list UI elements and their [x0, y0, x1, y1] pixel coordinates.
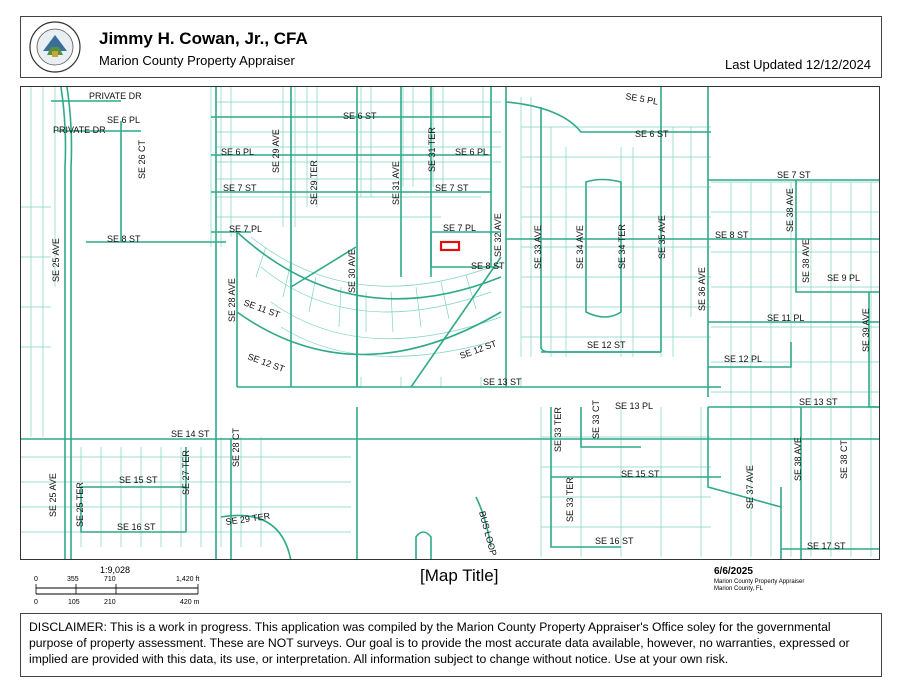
street-label: SE 8 ST: [715, 230, 749, 240]
scale-ft-tick: 0: [34, 576, 38, 583]
scale-m-tick: 0: [34, 599, 38, 606]
street-label: SE 25 AVE: [51, 238, 61, 282]
street-label: SE 12 ST: [246, 351, 286, 374]
credit-line: Marion County Property Appraiser: [714, 579, 805, 585]
street-label: SE 8 ST: [471, 261, 505, 271]
appraiser-seal-logo: [29, 21, 81, 73]
street-label: SE 14 ST: [171, 429, 210, 439]
street-label: SE 33 AVE: [533, 225, 543, 269]
scale-ratio: 1:9,028: [100, 565, 131, 575]
street-label: SE 7 ST: [777, 170, 811, 180]
selected-parcel-marker[interactable]: [439, 240, 461, 252]
street-label: SE 28 CT: [231, 427, 241, 467]
street-label: SE 16 ST: [595, 536, 634, 546]
street-label: SE 25 TER: [75, 482, 85, 527]
scale-m-tick: 420 m: [180, 599, 200, 606]
scale-ft-tick: 710: [104, 576, 116, 583]
street-label: SE 36 AVE: [697, 267, 707, 311]
street-label: SE 34 AVE: [575, 225, 585, 269]
street-label: SE 38 AVE: [793, 437, 803, 481]
scale-m-tick: 210: [104, 599, 116, 606]
office-name: Marion County Property Appraiser: [99, 53, 295, 68]
map-title: [Map Title]: [420, 566, 499, 585]
street-label: SE 6 PL: [455, 147, 488, 157]
scale-bar: 0 355 710 1,420 ft 0 105 210 420 m: [34, 576, 200, 606]
street-label: SE 7 ST: [223, 183, 257, 193]
credit-line: Marion County, FL: [714, 586, 763, 592]
scale-ft-tick: 1,420 ft: [176, 576, 199, 583]
street-label: PRIVATE DR: [89, 91, 142, 101]
street-label: SE 31 TER: [427, 127, 437, 172]
print-date: 6/6/2025: [714, 566, 753, 577]
street-label: SE 13 PL: [615, 401, 653, 411]
street-label: SE 7 ST: [435, 183, 469, 193]
street-label: SE 38 AVE: [785, 188, 795, 232]
street-label: SE 12 ST: [458, 338, 498, 361]
map-canvas[interactable]: PRIVATE DR PRIVATE DR SE 6 PL SE 26 CT S…: [21, 87, 880, 560]
street-label: SE 11 ST: [242, 297, 281, 320]
street-labels: PRIVATE DR PRIVATE DR SE 6 PL SE 26 CT S…: [48, 91, 871, 557]
street-label: SE 30 AVE: [347, 249, 357, 293]
street-label: SE 32 AVE: [493, 213, 503, 257]
street-label: SE 28 AVE: [227, 278, 237, 322]
street-label: SE 38 AVE: [801, 239, 811, 283]
street-label: SE 11 PL: [767, 313, 804, 323]
street-label: SE 38 CT: [839, 439, 849, 479]
scale-m-tick: 105: [68, 599, 80, 606]
street-label: SE 27 TER: [181, 450, 191, 495]
street-label: SE 35 AVE: [657, 215, 667, 259]
street-label: SE 16 ST: [117, 522, 156, 532]
street-label: SE 15 ST: [621, 469, 660, 479]
street-label: SE 34 TER: [617, 224, 627, 269]
street-label: SE 29 TER: [309, 160, 319, 205]
street-label: SE 7 PL: [229, 224, 262, 234]
street-label: SE 13 ST: [483, 377, 522, 387]
street-label: SE 33 CT: [591, 399, 601, 439]
street-label: SE 39 AVE: [861, 308, 871, 352]
map-credit: Marion County Property Appraiser Marion …: [714, 579, 804, 593]
street-label: SE 12 ST: [587, 340, 626, 350]
street-label: PRIVATE DR: [53, 125, 106, 135]
street-label: SE 12 PL: [724, 354, 762, 364]
street-label: SE 6 ST: [343, 111, 377, 121]
street-label: SE 31 AVE: [391, 161, 401, 205]
street-label: SE 26 CT: [137, 139, 147, 179]
street-label: SE 6 PL: [107, 115, 140, 125]
street-label: SE 6 ST: [635, 129, 669, 139]
street-label: SE 29 AVE: [271, 129, 281, 173]
street-label: BUS LOOP: [477, 510, 499, 557]
street-label: SE 15 ST: [119, 475, 158, 485]
street-lines: [21, 87, 879, 559]
street-label: SE 29 TER: [225, 511, 271, 527]
street-label: SE 13 ST: [799, 397, 838, 407]
last-updated: Last Updated 12/12/2024: [724, 57, 871, 72]
disclaimer-text: DISCLAIMER: This is a work in progress. …: [20, 613, 882, 677]
street-label: SE 33 TER: [553, 407, 563, 452]
appraiser-name: Jimmy H. Cowan, Jr., CFA: [99, 29, 308, 48]
street-label: SE 25 AVE: [48, 473, 58, 517]
map-frame[interactable]: PRIVATE DR PRIVATE DR SE 6 PL SE 26 CT S…: [20, 86, 880, 560]
map-header: Jimmy H. Cowan, Jr., CFA Marion County P…: [20, 16, 882, 78]
street-label: SE 7 PL: [443, 223, 476, 233]
street-label: SE 33 TER: [565, 477, 575, 522]
scale-ft-tick: 355: [67, 576, 79, 583]
street-label: SE 17 ST: [807, 541, 846, 551]
street-label: SE 37 AVE: [745, 465, 755, 509]
street-label: SE 8 ST: [107, 234, 141, 244]
street-label: SE 9 PL: [827, 273, 860, 283]
street-label: SE 5 PL: [625, 91, 659, 107]
street-label: SE 6 PL: [221, 147, 254, 157]
